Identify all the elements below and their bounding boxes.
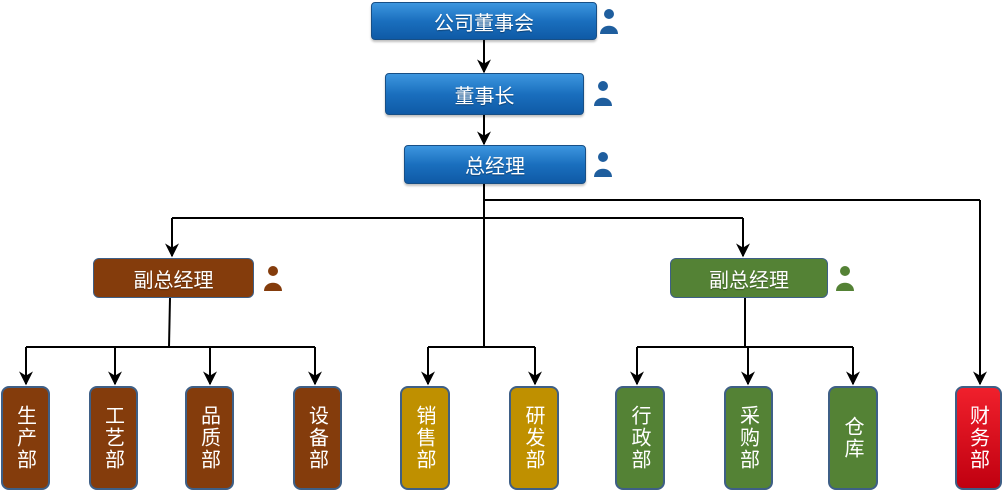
dept-warehouse: 仓库 [828, 386, 878, 490]
node-board: 公司董事会 [371, 2, 597, 40]
node-vice-gm-right: 副总经理 [670, 258, 828, 298]
node-gm: 总经理 [404, 145, 586, 184]
dept-rnd: 研发部 [509, 386, 559, 490]
person-icon [600, 9, 618, 34]
dept-process: 工艺部 [89, 386, 138, 490]
dept-admin: 行政部 [615, 386, 665, 490]
node-vice-gm-left: 副总经理 [93, 258, 254, 298]
dept-finance: 财务部 [955, 386, 1002, 490]
person-icon [594, 152, 612, 177]
person-icon [836, 266, 854, 291]
dept-sales: 销售部 [400, 386, 450, 490]
dept-quality: 品质部 [185, 386, 234, 490]
dept-equipment: 设备部 [293, 386, 342, 490]
person-icon [594, 81, 612, 106]
line-vgm-left-trunk [168, 297, 171, 348]
person-icon [264, 266, 282, 291]
node-chairman: 董事长 [385, 73, 584, 115]
dept-purchasing: 采购部 [724, 386, 773, 490]
dept-production: 生产部 [1, 386, 50, 490]
